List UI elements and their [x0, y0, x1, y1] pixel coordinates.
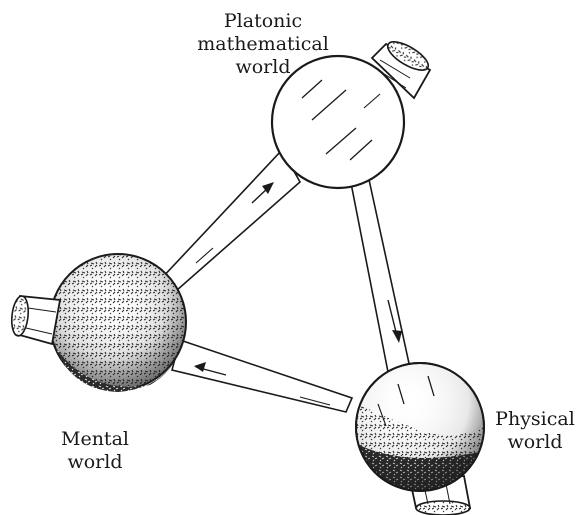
mental-label-line-1: Mental [40, 428, 150, 451]
physical-label-line-2: world [490, 431, 580, 454]
beam-platonic-to-physical [350, 175, 410, 372]
mental-cup-icon [10, 295, 60, 344]
beam-physical-to-mental [172, 340, 352, 412]
mental-label-line-2: world [40, 451, 150, 474]
mental-sphere-icon [50, 254, 186, 392]
physical-label-line-1: Physical [490, 408, 580, 431]
platonic-label-line-3: world [188, 56, 338, 79]
platonic-label-line-1: Platonic [188, 10, 338, 33]
physical-sphere-icon [350, 363, 490, 500]
mental-world-label: Mental world [40, 428, 150, 474]
platonic-label-line-2: mathematical [188, 33, 338, 56]
platonic-world-label: Platonic mathematical world [188, 10, 338, 79]
physical-world-label: Physical world [490, 408, 580, 454]
